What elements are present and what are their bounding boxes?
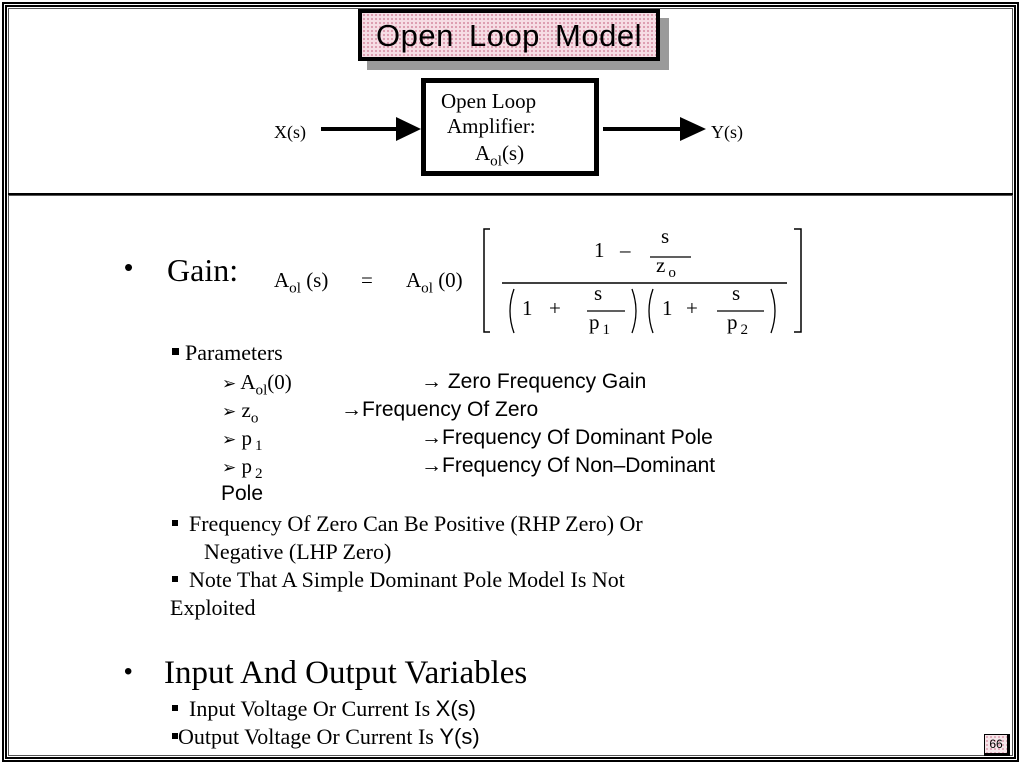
square-bullet-icon [172,348,179,356]
io-bullet: • [124,658,133,685]
io-input-item: Input Voltage Or Current Is X(s) [172,696,476,722]
square-bullet-icon [172,704,178,711]
note-rhp-zero: Frequency Of Zero Can Be Positive (RHP Z… [172,511,643,537]
gain-label: Gain: [167,252,239,288]
gain-bullet: • [124,252,134,282]
square-bullet-icon [172,575,178,582]
amplifier-block: Open Loop Amplifier: Aol(s) [421,78,599,176]
slide-border-middle [5,5,1016,759]
diagram-arrows [321,117,706,141]
factor1-one: 1 [522,296,533,320]
input-arrow [321,117,421,141]
p1-right-paren [631,288,637,334]
note-dominant-pole: Note That A Simple Dominant Pole Model I… [172,567,625,593]
square-bullet-icon [172,519,178,526]
p2-right-paren [770,288,776,334]
factor2-s: s [732,281,741,305]
left-bracket [483,228,490,333]
parameter-desc-p2: →Frequency Of Non–Dominant [421,454,716,477]
io-heading: Input And Output Variables [164,655,528,691]
io-output-item: Output Voltage Or Current Is Y(s) [172,724,480,750]
arrow-bullet-icon: ➢ [222,402,237,421]
note-rhp-zero-wrap: Negative (LHP Zero) [204,539,392,564]
output-label: Y(s) [711,122,743,142]
factor2-one: 1 [662,296,673,320]
parameter-symbol-aol0: ➢ Aol(0) [222,370,292,399]
slide-border-inner [8,8,1013,756]
block-diagram: X(s) Open Loop Amplifier: Aol(s) Y(s) [0,0,1024,195]
arrow-bullet-icon: ➢ [222,430,237,449]
parameter-desc-zo: →Frequency Of Zero [341,398,539,421]
parameter-symbol-zo: ➢ zo [222,398,259,427]
input-label: X(s) [274,122,306,142]
parameters-heading: Parameters [172,340,283,366]
gain-equals: = [361,268,373,292]
factor2-plus: + [686,296,698,320]
block-symbol: Aol(s) [475,141,525,170]
output-arrow [603,117,706,141]
square-bullet-icon [172,732,178,739]
arrow-bullet-icon: ➢ [222,374,237,393]
gain-rhs-coefficient: Aol (0) [406,268,463,297]
factor1-s: s [594,281,603,305]
numerator-s: s [661,224,670,248]
slide-title: Open Loop Model [376,17,642,53]
header-divider [8,193,1013,196]
right-bracket [794,228,802,333]
page-number: 66 [984,734,1010,756]
parameter-desc-aol0: → Zero Frequency Gain [421,370,647,393]
numerator-one: 1 [594,238,605,262]
p1-left-paren [509,288,515,334]
numerator-minus: – [620,238,631,262]
gain-lhs: Aol (s) [274,268,329,297]
parameter-desc-p2-wrap: Pole [221,482,264,505]
arrow-bullet-icon: ➢ [222,458,237,477]
parameter-desc-p1: →Frequency Of Dominant Pole [421,426,713,449]
slide-title-box: Open Loop Model [358,9,660,61]
block-line-2: Amplifier: [447,114,536,138]
note-dominant-pole-wrap: Exploited [170,595,256,620]
block-line-1: Open Loop [441,89,537,113]
factor1-plus: + [549,296,561,320]
p2-left-paren [648,288,654,334]
gain-fraction-graphics [483,228,802,334]
